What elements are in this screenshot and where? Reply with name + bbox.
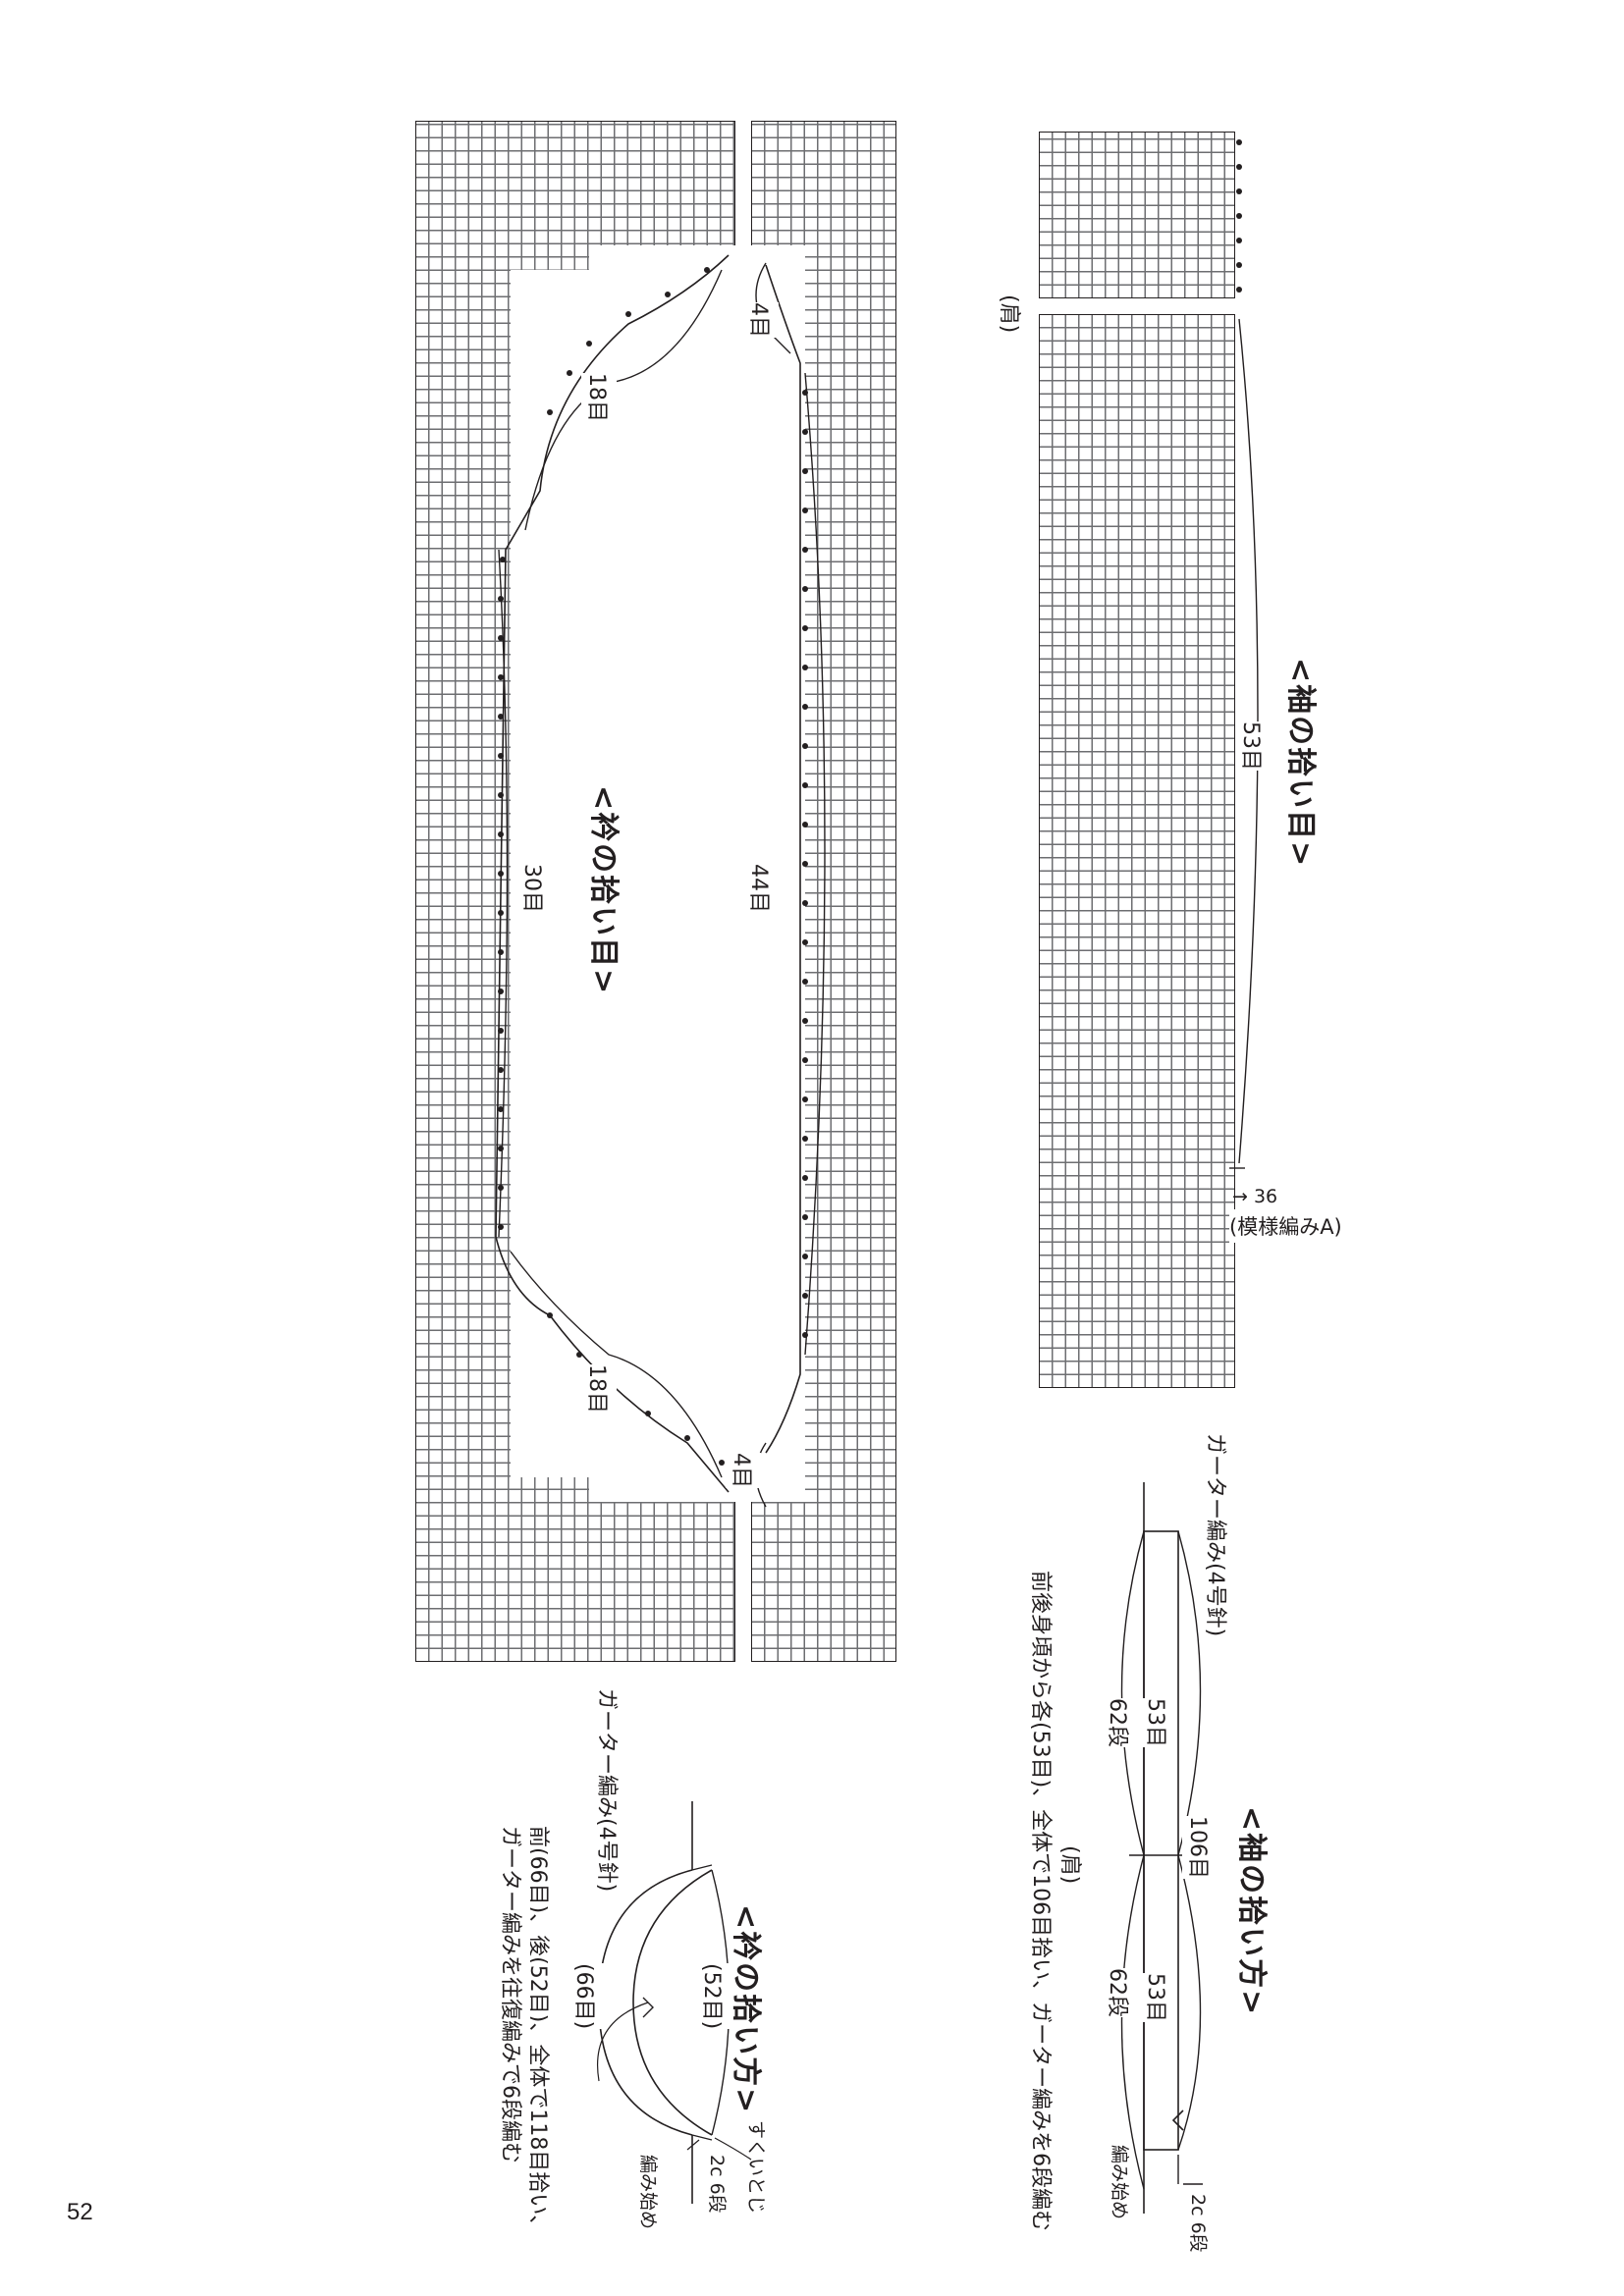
collar-method-rows-cm: 2c 6段	[706, 2155, 728, 2214]
collar-method-stitch: ガーター編み(4号針)	[591, 1688, 626, 1893]
sleeve-grid-top	[1039, 132, 1235, 298]
sleeve-row-note: → 36	[1232, 1186, 1278, 1207]
collar-method-title: <衿の拾い方>	[729, 1904, 763, 2115]
collar-neck-opening-lower	[589, 1374, 805, 1502]
collar-method-start: 編み始め	[637, 2155, 659, 2230]
collar-method-hook: すくいとじ	[745, 2120, 767, 2215]
collar-method-back: (52目)	[696, 1963, 731, 2030]
collar-method-front: (66目)	[568, 1963, 604, 2030]
page-number: 52	[67, 2199, 93, 2225]
sleeve-pattern-note: (模様編みA)	[1229, 1209, 1342, 1243]
collar-method-instruction-2: ガーター編みを往復編みで6段編む	[495, 1826, 530, 2163]
sleeve-grid-main	[1039, 314, 1235, 1388]
